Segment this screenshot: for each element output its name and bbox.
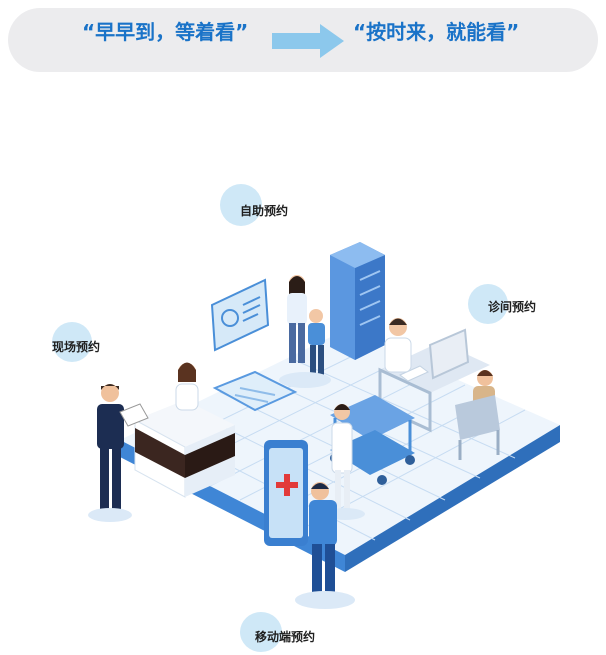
server-rack — [330, 242, 385, 360]
label-self-service-appointment: 自助预约 — [240, 204, 289, 218]
slogan-after: “按时来，就能看” — [353, 20, 520, 44]
mother-and-child-figures — [279, 275, 331, 388]
slogan-before: “早早到，等着看” — [82, 20, 249, 44]
mobile-phone — [264, 440, 308, 546]
mobile-marker — [240, 612, 282, 652]
on-site-marker — [52, 322, 92, 362]
document-panel — [212, 370, 298, 412]
label-mobile-appointment: 移动端预约 — [255, 630, 316, 644]
visitor-man-figure — [88, 384, 149, 522]
right-arrow-icon — [272, 24, 344, 58]
receptionist-figure — [175, 362, 199, 411]
label-clinic-appointment: 诊间预约 — [488, 300, 537, 314]
clinic-marker — [468, 284, 508, 324]
self-service-marker — [220, 184, 262, 226]
mobile-user-figure — [295, 482, 355, 609]
face-scan-screen — [210, 278, 270, 352]
doctor-desk — [378, 318, 500, 460]
face-profile-icon — [221, 309, 239, 327]
label-on-site-appointment: 现场预约 — [52, 340, 101, 354]
reception-desk — [134, 400, 235, 498]
nurse-and-cart — [325, 395, 415, 520]
